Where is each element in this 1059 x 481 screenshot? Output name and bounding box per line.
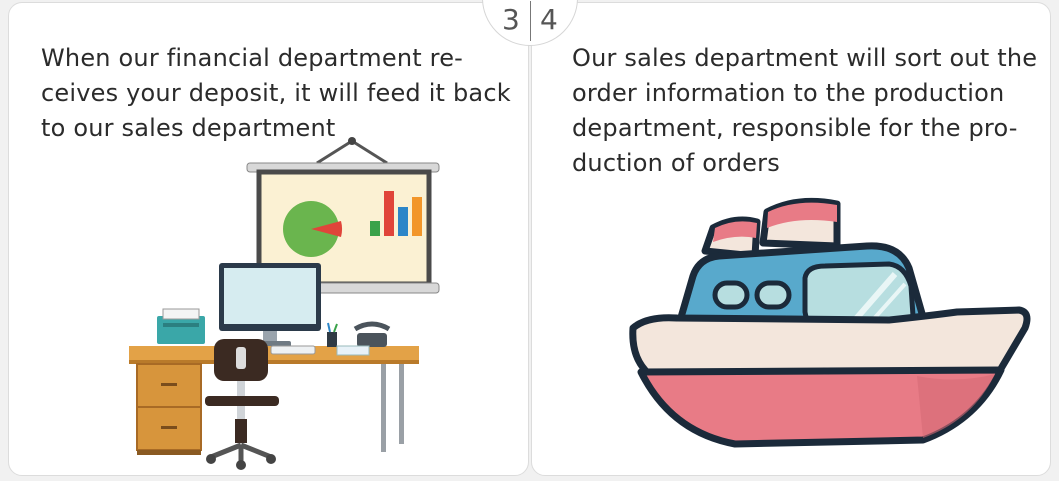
step-card-4: Our sales department will sort out the o… — [531, 2, 1051, 476]
step-4-text: Our sales department will sort out the o… — [572, 44, 1038, 177]
step-card-3: When our financial department re-ceives … — [8, 2, 529, 476]
badge-divider — [530, 1, 531, 41]
step-number-4: 4 — [540, 3, 558, 36]
office-desk-illustration — [129, 137, 440, 470]
step-3-text: When our financial department re-ceives … — [41, 44, 511, 142]
step-number-3: 3 — [502, 3, 520, 36]
ship-illustration — [629, 197, 1031, 448]
